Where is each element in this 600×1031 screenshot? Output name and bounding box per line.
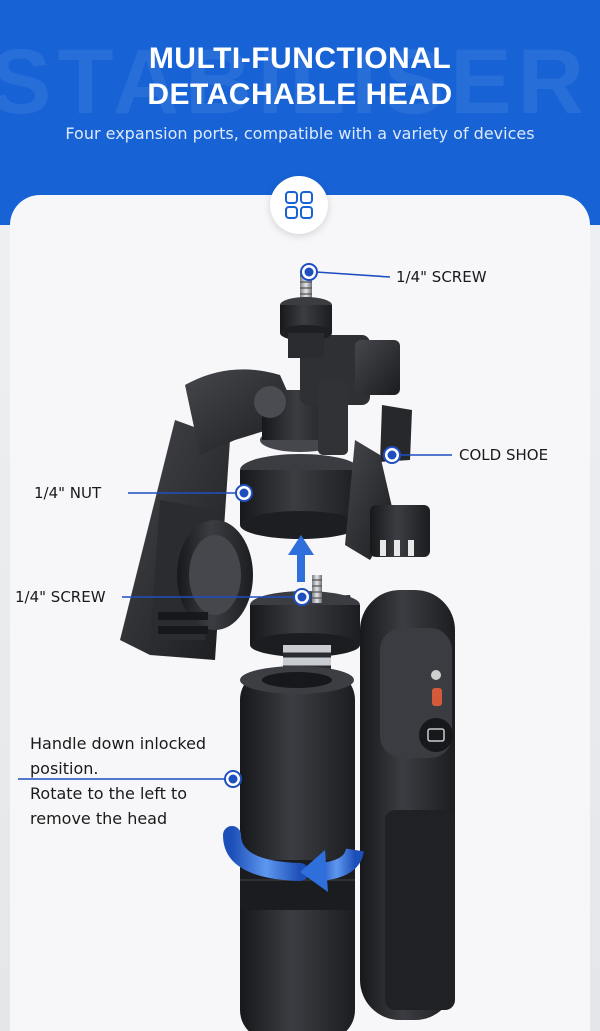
subtitle: Four expansion ports, compatible with a … (65, 124, 535, 143)
callout-dots (224, 263, 401, 788)
handle-body (360, 590, 455, 1020)
up-arrow (288, 535, 314, 582)
header-banner: STABILISER MULTI-FUNCTIONAL DETACHABLE H… (0, 0, 600, 225)
label-top-screw: 1/4" SCREW (396, 268, 487, 286)
note-line-4: remove the head (30, 809, 168, 828)
phone-clamp (120, 420, 253, 660)
rotate-arrow (223, 826, 364, 892)
grid-icon (285, 191, 313, 219)
handle-arm (345, 440, 430, 560)
callout-lines (18, 271, 452, 780)
header-background-text: STABILISER (0, 31, 591, 133)
feature-badge (270, 176, 328, 234)
label-nut: 1/4" NUT (34, 484, 102, 502)
title-line-1: MULTI-FUNCTIONAL (148, 42, 452, 75)
title-line-2: DETACHABLE HEAD (147, 78, 453, 111)
note-line-3: Rotate to the left to (30, 784, 188, 803)
main-stick (240, 666, 355, 1031)
top-screw-mount (280, 272, 332, 358)
label-cold-shoe: COLD SHOE (459, 446, 549, 464)
note-line-1: Handle down inlocked (30, 734, 207, 753)
note-line-2: position. (30, 759, 99, 778)
lower-mount (250, 575, 360, 657)
label-mid-screw: 1/4" SCREW (15, 588, 106, 606)
